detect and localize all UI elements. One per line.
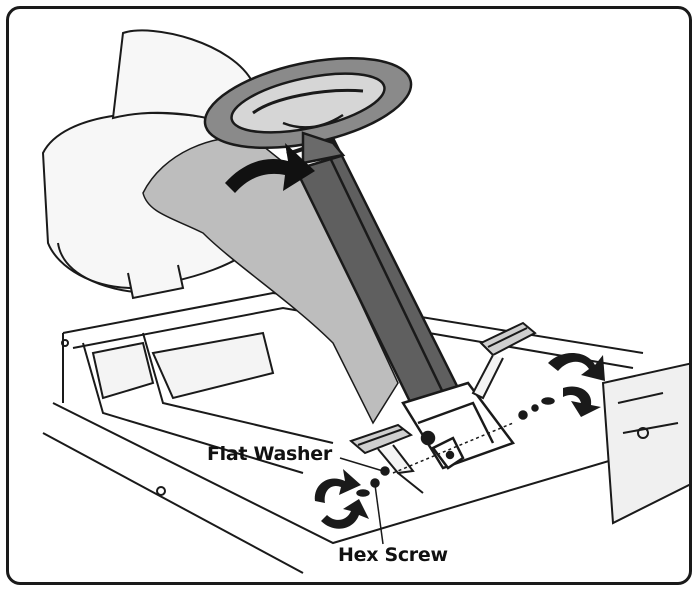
flat-washer-leader [339,457,384,472]
mounting-hardware [356,397,555,497]
chassis-frame [42,291,689,574]
steering-wheel [203,56,413,165]
counterclockwise-arrow-icon [314,469,369,529]
figure-frame [6,6,692,585]
steering-assembly-illustration [41,29,689,574]
accelerator-pedal [471,321,537,400]
steering-column [286,136,516,470]
brake-pedal [349,423,424,494]
rotate-arrow-icon [225,143,315,193]
tilt-range-shadow [142,136,399,425]
flat-washer-label: Flat Washer [207,443,332,465]
clockwise-arrow-icon [548,353,605,417]
hex-screw-label: Hex Screw [338,544,448,566]
hex-screw-leader [374,484,384,545]
